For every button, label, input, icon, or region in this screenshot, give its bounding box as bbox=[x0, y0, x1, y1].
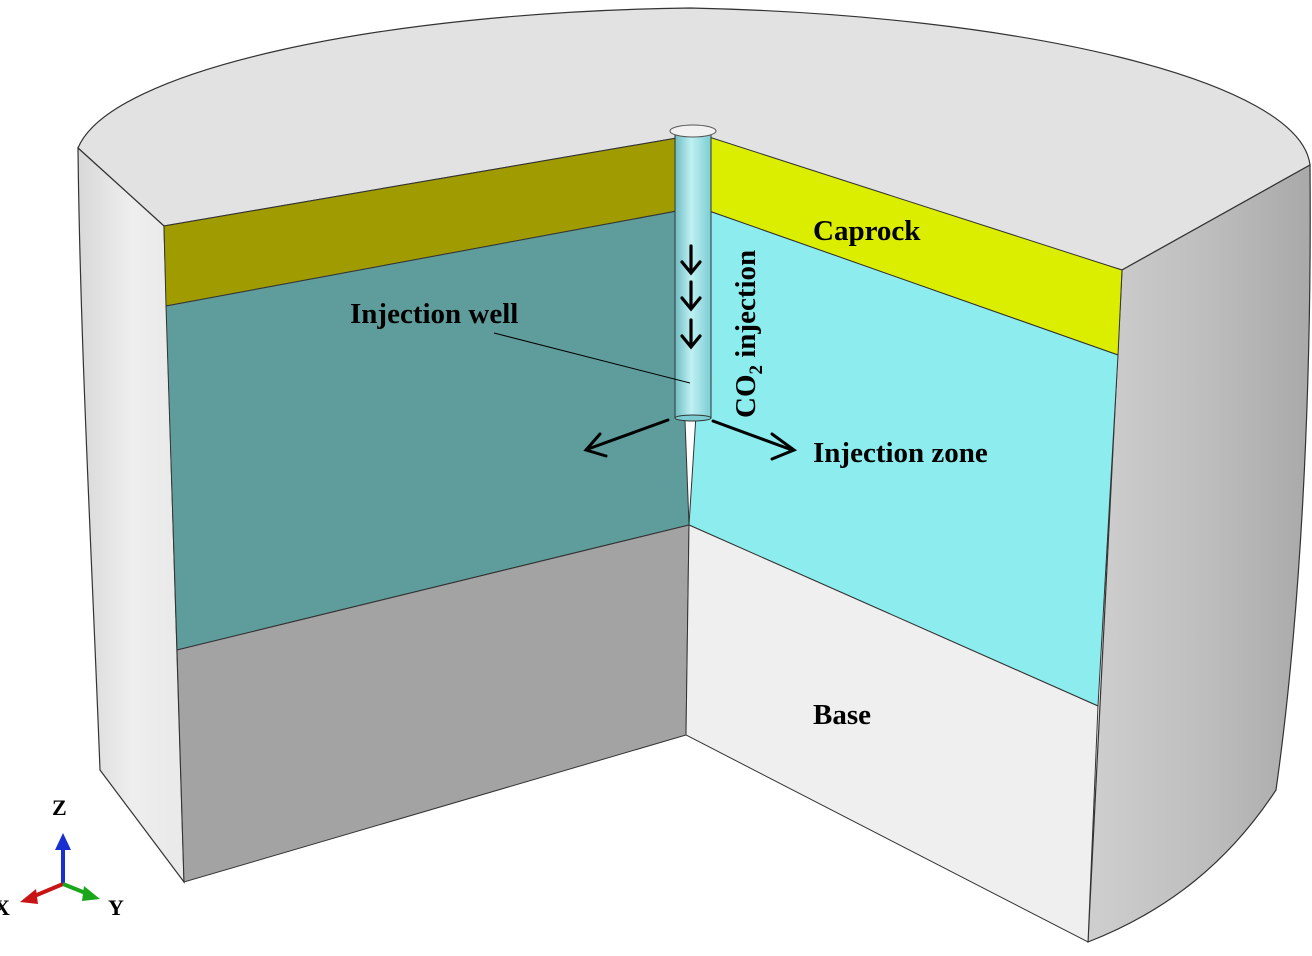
injection-well bbox=[674, 130, 712, 419]
y-axis-head bbox=[82, 886, 100, 901]
co2-prefix: CO bbox=[730, 375, 762, 419]
y-axis-label: Y bbox=[108, 895, 124, 920]
well-bottom-cap bbox=[674, 414, 712, 422]
x-axis bbox=[31, 882, 64, 899]
axis-triad: Z X Y bbox=[0, 795, 124, 920]
injection-zone-label: Injection zone bbox=[813, 437, 988, 469]
caprock-label: Caprock bbox=[813, 215, 921, 247]
co2-injection-label: CO2 injection bbox=[730, 250, 767, 418]
injection-well-leader-line bbox=[493, 332, 691, 384]
base-side-layer bbox=[685, 524, 1099, 943]
z-axis-head bbox=[55, 833, 71, 850]
injection-well-label: Injection well bbox=[350, 298, 518, 330]
x-axis-label: X bbox=[0, 895, 10, 920]
co2-subscript: 2 bbox=[746, 365, 767, 375]
z-axis-label: Z bbox=[52, 795, 67, 820]
outflow-arrows bbox=[583, 418, 798, 461]
cylinder-left-shell bbox=[77, 146, 185, 884]
downward-flow-arrows bbox=[680, 244, 702, 350]
cylinder-right-shell bbox=[1087, 163, 1311, 943]
base-label: Base bbox=[813, 699, 871, 731]
x-axis-head bbox=[20, 889, 38, 904]
co2-suffix: injection bbox=[730, 250, 762, 365]
well-top-opening bbox=[669, 124, 717, 138]
